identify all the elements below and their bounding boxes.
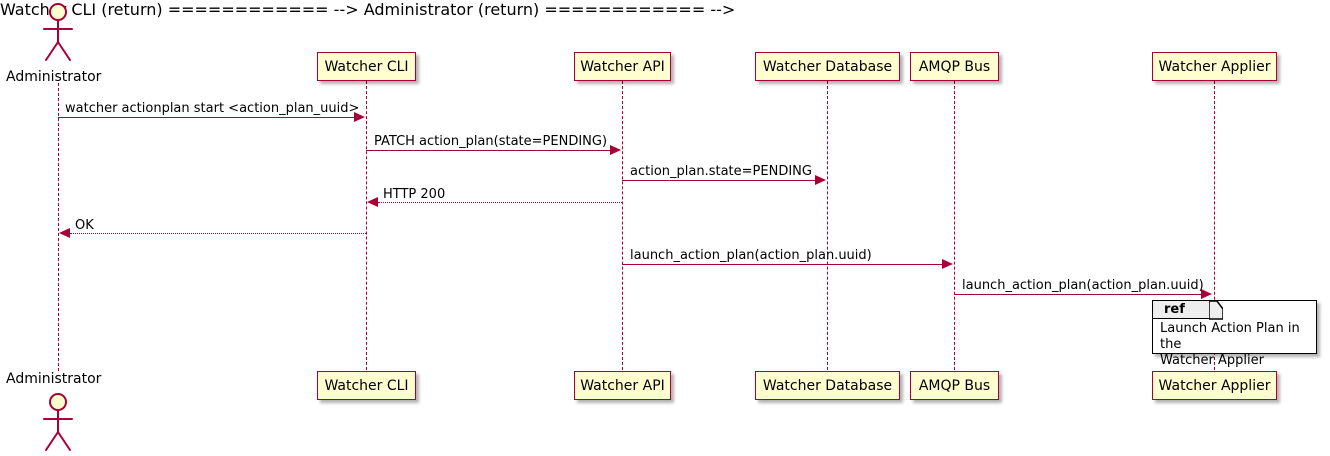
message-arrowhead-3	[815, 175, 826, 185]
message-line-2	[366, 150, 611, 151]
lifeline-watcher-applier	[1214, 81, 1215, 370]
participant-box-watcher-database-top[interactable]: Watcher Database	[755, 52, 900, 81]
participant-label-watcher-applier-top: Watcher Applier	[1158, 58, 1271, 75]
participant-label-amqp-bus-top: AMQP Bus	[918, 58, 991, 75]
participant-label-watcher-api-bottom: Watcher API	[580, 377, 665, 394]
participant-box-watcher-api-bottom[interactable]: Watcher API	[574, 371, 671, 400]
actor-administrator-bottom	[34, 392, 82, 456]
participant-box-watcher-cli-top[interactable]: Watcher CLI	[317, 52, 416, 81]
actor-administrator-top	[34, 2, 82, 68]
participant-label-watcher-api-top: Watcher API	[580, 58, 665, 75]
participant-label-watcher-cli-top: Watcher CLI	[324, 58, 409, 75]
participant-label-watcher-cli-bottom: Watcher CLI	[324, 377, 409, 394]
participant-box-amqp-bus-bottom[interactable]: AMQP Bus	[910, 371, 999, 400]
participant-box-amqp-bus-top[interactable]: AMQP Bus	[910, 52, 999, 81]
participant-box-watcher-cli-bottom[interactable]: Watcher CLI	[317, 371, 416, 400]
message-arrowhead-6	[942, 259, 953, 269]
message-line-1	[58, 117, 355, 118]
message-arrowhead-2	[610, 145, 621, 155]
participant-label-amqp-bus-bottom: AMQP Bus	[918, 377, 991, 394]
message-line-4	[378, 202, 622, 203]
message-arrowhead-7	[1201, 289, 1212, 299]
ref-fragment[interactable]: ref Launch Action Plan in the Watcher Ap…	[1152, 300, 1317, 368]
message-arrowhead-4	[367, 197, 378, 207]
actor-label-administrator-bottom: Administrator	[6, 371, 102, 387]
participant-label-watcher-database-bottom: Watcher Database	[762, 377, 893, 394]
message-arrowhead-1	[354, 112, 365, 122]
message-line-7	[954, 294, 1202, 295]
message-label-2: PATCH action_plan(state=PENDING)	[374, 134, 608, 149]
actor-label-administrator-top: Administrator	[6, 69, 102, 85]
ref-fragment-tab-fold	[1209, 301, 1223, 320]
lifeline-watcher-api	[622, 81, 623, 370]
ref-fragment-text: Launch Action Plan in the Watcher Applie…	[1160, 321, 1300, 368]
participant-label-watcher-database-top: Watcher Database	[762, 58, 893, 75]
participant-box-watcher-applier-bottom[interactable]: Watcher Applier	[1152, 371, 1277, 400]
lifeline-watcher-database	[827, 81, 828, 370]
ref-fragment-tab-label: ref	[1164, 302, 1185, 317]
message-line-3	[622, 180, 816, 181]
participant-box-watcher-database-bottom[interactable]: Watcher Database	[755, 371, 900, 400]
message-label-4: HTTP 200	[383, 187, 446, 202]
message-arrowhead-5	[59, 228, 70, 238]
ref-fragment-tab: ref	[1153, 301, 1211, 319]
message-line-5	[70, 233, 366, 234]
message-label-7: launch_action_plan(action_plan.uuid)	[962, 278, 1204, 293]
message-label-6: launch_action_plan(action_plan.uuid)	[630, 248, 872, 263]
message-label-5: OK	[75, 218, 94, 233]
participant-box-watcher-api-top[interactable]: Watcher API	[574, 52, 671, 81]
lifeline-amqp-bus	[954, 81, 955, 370]
participant-box-watcher-applier-top[interactable]: Watcher Applier	[1152, 52, 1277, 81]
participant-label-watcher-applier-bottom: Watcher Applier	[1158, 377, 1271, 394]
message-label-3: action_plan.state=PENDING	[630, 164, 812, 179]
message-label-1: watcher actionplan start <action_plan_uu…	[65, 101, 360, 116]
lifeline-watcher-cli	[366, 81, 367, 370]
lifeline-administrator	[58, 83, 59, 371]
message-line-6	[622, 264, 943, 265]
